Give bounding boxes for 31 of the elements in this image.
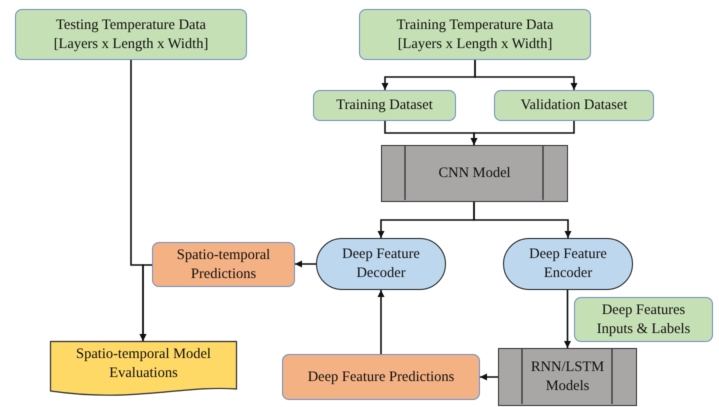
node-label: Spatio-temporal Model Evaluations — [75, 345, 212, 383]
arrow — [140, 264, 152, 341]
arrow — [378, 290, 384, 354]
node-label: Training Temperature Data [Layers x Length x Width] — [396, 16, 554, 54]
arrow — [473, 202, 572, 238]
node-label: Deep Feature Predictions — [308, 368, 454, 386]
node-label: Deep Feature Encoder — [528, 245, 608, 283]
terminal-shape — [503, 238, 633, 290]
process-box — [313, 90, 456, 121]
terminal-shape — [316, 238, 446, 290]
process-box — [282, 354, 480, 400]
model-block — [381, 145, 568, 202]
arrow — [295, 260, 316, 268]
arrow — [470, 121, 575, 145]
node-label: Deep Feature Decoder — [341, 245, 421, 283]
arrow — [564, 290, 571, 348]
node-label: Spatio-temporal Predictions — [176, 246, 272, 284]
node-label: Deep Features Inputs & Labels — [596, 300, 692, 338]
process-box — [152, 242, 295, 287]
node-label: CNN Model — [438, 164, 511, 183]
model-block — [498, 348, 637, 406]
process-box — [494, 90, 654, 121]
node-label: RNN/LSTM Models — [530, 358, 606, 396]
arrow — [480, 374, 498, 380]
node-label: Validation Dataset — [520, 96, 628, 115]
process-box — [574, 297, 713, 342]
arrow — [474, 60, 578, 90]
process-box — [359, 9, 591, 60]
process-box — [15, 9, 247, 60]
node-label: Testing Temperature Data [Layers x Length x Width] — [52, 16, 210, 54]
node-label: Training Dataset — [336, 96, 433, 115]
